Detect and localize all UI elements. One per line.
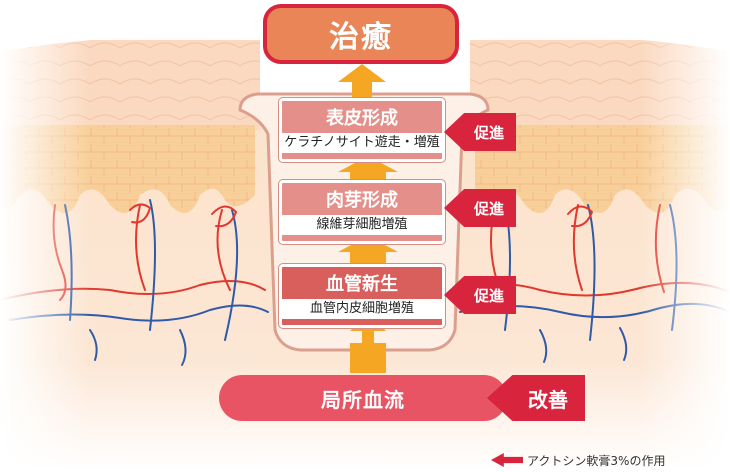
improve-label: 改善 (528, 387, 568, 412)
stage-detail: 線維芽細胞増殖 (282, 215, 442, 235)
stage-granulation-formation: 肉芽形成 線維芽細胞増殖 (279, 180, 445, 244)
legend: アクトシン軟膏3%の作用 (491, 452, 665, 468)
local-blood-flow-label: 局所血流 (321, 387, 405, 412)
stage-detail: ケラチノサイト遊走・増殖 (282, 133, 442, 153)
promote-label: 促進 (473, 199, 504, 218)
healing-label: 治癒 (329, 20, 393, 55)
promote-label: 促進 (473, 123, 504, 142)
healing-box: 治癒 (263, 4, 459, 64)
legend-label: アクトシン軟膏3%の作用 (527, 453, 666, 468)
stage-title: 表皮形成 (326, 108, 398, 129)
stage-detail: 血管内皮細胞増殖 (282, 299, 442, 319)
local-blood-flow-box: 局所血流 (219, 375, 507, 421)
stage-title: 血管新生 (326, 274, 398, 295)
stage-title: 肉芽形成 (326, 190, 398, 211)
stage-epidermis-formation: 表皮形成 ケラチノサイト遊走・増殖 (279, 98, 445, 162)
promote-label: 促進 (473, 286, 504, 305)
stage-angiogenesis: 血管新生 血管内皮細胞増殖 (279, 264, 445, 328)
legend-arrow-icon (491, 453, 523, 467)
